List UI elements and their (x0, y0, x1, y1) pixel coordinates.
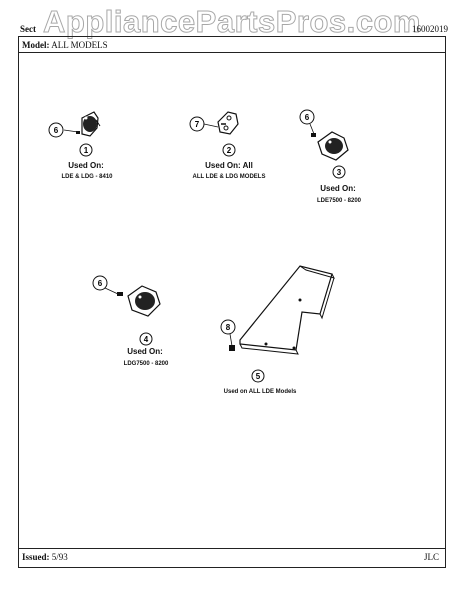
model-line: Model: ALL MODELS (22, 40, 108, 50)
part-3-models: LDE7500 - 8200 (316, 198, 362, 204)
issued-value: 5/93 (51, 552, 68, 562)
footer-divider (18, 548, 446, 549)
part-2-used-on: Used On: All (205, 161, 253, 170)
part-1-callout-number: 6 (54, 126, 59, 135)
part-1-used-on: Used On: (68, 161, 104, 170)
part-3-number: 3 (337, 168, 342, 177)
part-3-callout-number: 6 (305, 113, 310, 122)
part-4-callout-number: 6 (98, 279, 103, 288)
watermark-text: AppliancePartsPros.com (43, 4, 421, 40)
diagram-frame (18, 36, 446, 568)
part-3-used-on: Used On: (320, 184, 356, 193)
part-5-number: 5 (256, 372, 261, 381)
header-divider (18, 52, 446, 53)
part-5-callout-number: 8 (226, 323, 231, 332)
part-1-models: LDE & LDG - 8410 (61, 174, 113, 180)
section-label: Sect (20, 24, 36, 34)
footer-code: JLC (424, 552, 440, 562)
part-4-used-on: Used On: (127, 347, 163, 356)
part-2-models: ALL LDE & LDG MODELS (192, 174, 266, 180)
part-3-drawing: 6 3 (299, 109, 349, 179)
model-label: Model: (22, 40, 50, 50)
part-2-drawing: 7 2 (189, 111, 239, 157)
part-5-drawing: 8 5 (220, 265, 335, 383)
doc-number: 16002019 (412, 24, 448, 34)
part-2-callout-number: 7 (195, 120, 200, 129)
issued-label: Issued: (22, 552, 50, 562)
part-5-models: Used on ALL LDE Models (223, 389, 297, 395)
part-1-number: 1 (84, 146, 89, 155)
model-value: ALL MODELS (51, 40, 108, 50)
part-2-number: 2 (227, 146, 232, 155)
issued-line: Issued: 5/93 (22, 552, 68, 562)
part-4-drawing: 6 4 (92, 275, 161, 346)
part-1-drawing: 6 1 (48, 111, 101, 157)
part-4-models: LDG7500 - 8200 (123, 361, 169, 367)
part-4-number: 4 (144, 335, 149, 344)
